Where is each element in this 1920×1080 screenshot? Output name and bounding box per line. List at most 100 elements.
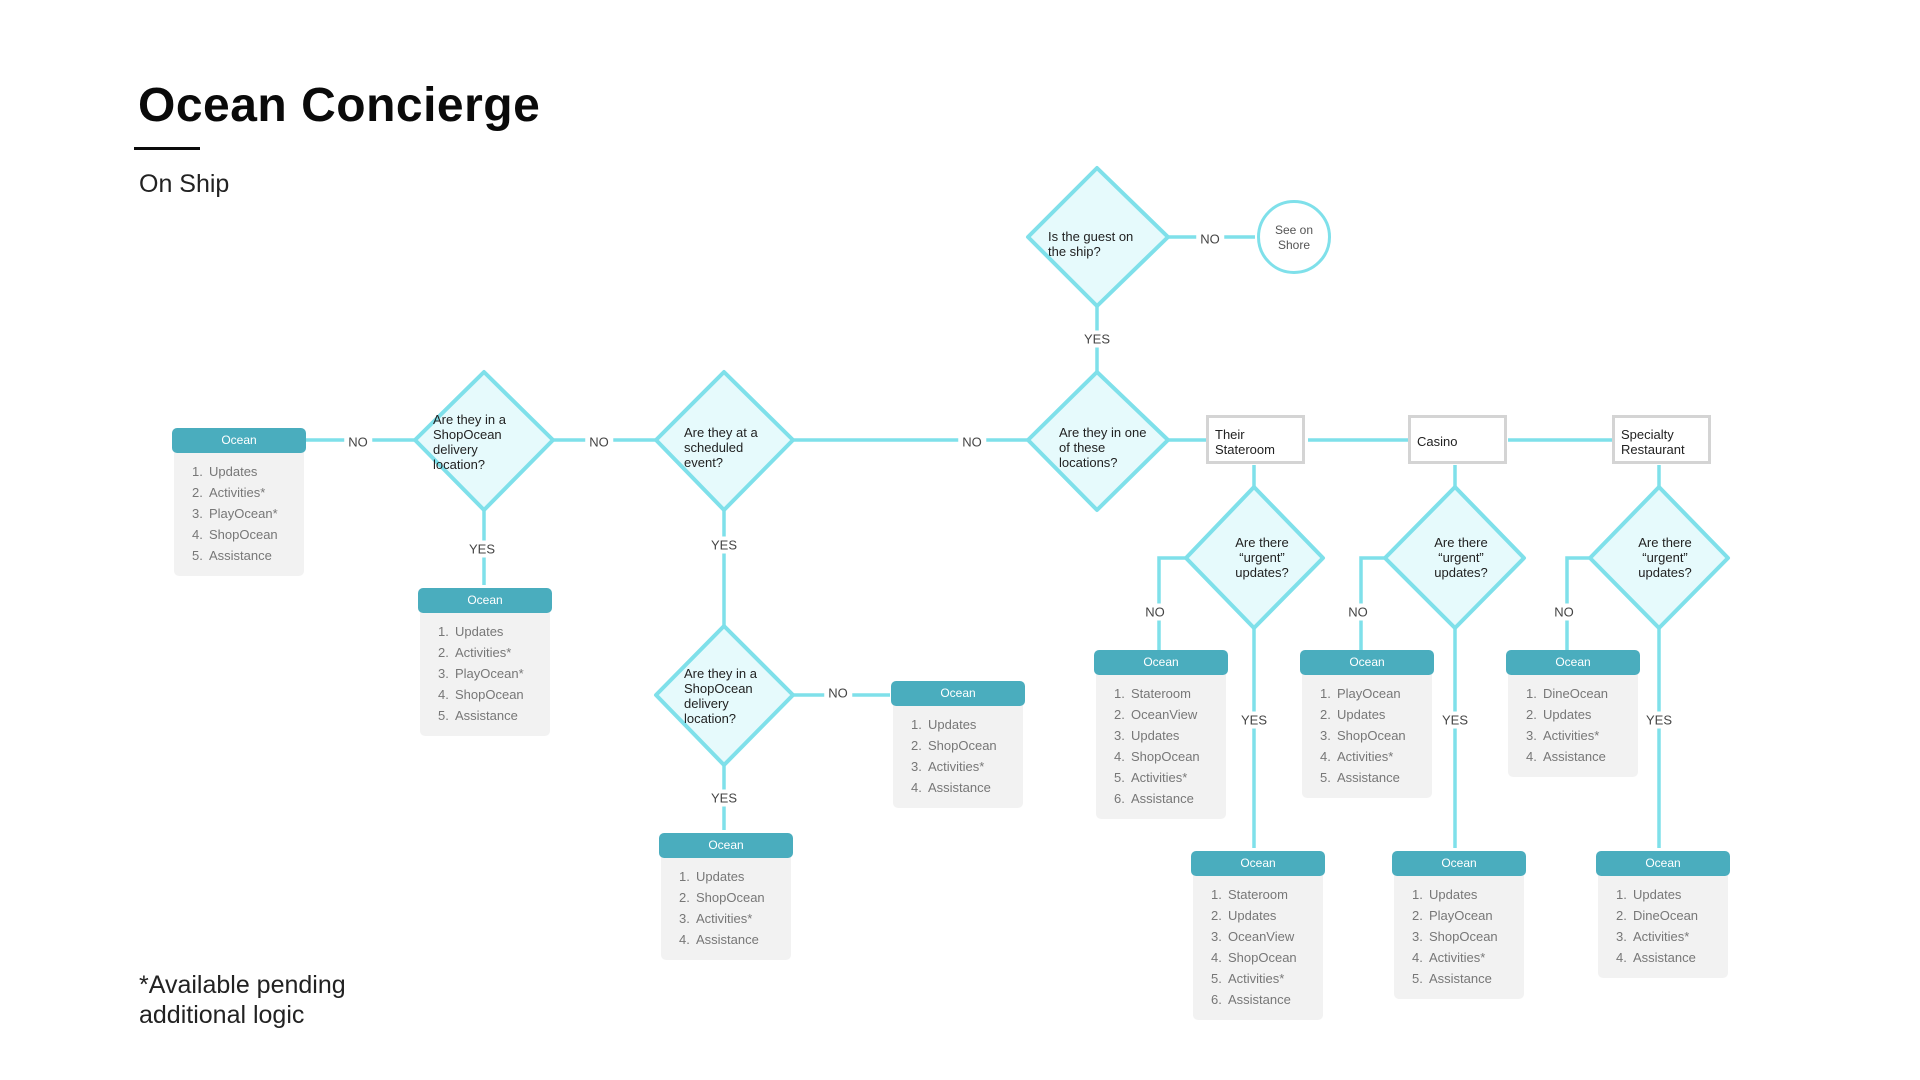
card-menu-item-label: Updates: [209, 464, 258, 479]
card-menu-item-label: PlayOcean: [1429, 908, 1493, 923]
card-menu-item-label: Assistance: [1429, 971, 1492, 986]
card-menu-item-label: Assistance: [928, 780, 991, 795]
card-menu-item: 3. Activities*: [679, 908, 791, 929]
card-menu-item: 5. Assistance: [1412, 968, 1524, 989]
card-menu-item-number: 3.: [1412, 929, 1423, 944]
card-menu-item-label: Updates: [1131, 728, 1180, 743]
decision-delivery-event-text: Are they in a ShopOcean delivery locatio…: [684, 666, 757, 726]
card-menu-item-number: 3.: [1320, 728, 1331, 743]
card-menu-item-label: Updates: [455, 624, 504, 639]
label-no-delivery-left: NO: [344, 433, 372, 451]
diamond-scheduled: [654, 370, 795, 512]
card-menu-item-number: 4.: [438, 687, 449, 702]
page-title: Ocean Concierge: [138, 79, 541, 132]
diamond-delivery-event: [654, 624, 795, 767]
card-menu-item-number: 4.: [1412, 950, 1423, 965]
card-menu-item: 2.DineOcean: [1616, 905, 1728, 926]
card-menu-item: 1.Updates: [1616, 884, 1728, 905]
card-menu-item-number: 4.: [679, 932, 690, 947]
card-menu-item: 3.Activities*: [1526, 725, 1638, 746]
card-menu-item-label: PlayOcean*: [209, 506, 278, 521]
card-menu-item: 4.Assistance: [679, 929, 791, 950]
card-menu-item-label: Stateroom: [1131, 686, 1191, 701]
card-menu-item: 1.Updates: [679, 866, 791, 887]
location-specialty: Specialty Restaurant: [1612, 415, 1711, 464]
card-menu-item-number: 3.: [1211, 929, 1222, 944]
card-menu-item-number: 4.: [911, 780, 922, 795]
label-yes-onship: YES: [1079, 330, 1115, 348]
card-menu-item-number: 2.: [911, 738, 922, 753]
card-menu-item: 2.Activities*: [438, 642, 550, 663]
card-menu-item-number: 2.: [1211, 908, 1222, 923]
card-menu-item-label: Assistance: [1228, 992, 1291, 1007]
label-yes-scheduled: YES: [706, 536, 742, 554]
card-menu-item: 3.ShopOcean: [1412, 926, 1524, 947]
card-menu-item-label: PlayOcean*: [455, 666, 524, 681]
card-header: Ocean: [1191, 851, 1325, 876]
card-menu-item-label: Updates: [1337, 707, 1386, 722]
card-menu-item-label: Activities*: [1633, 929, 1690, 944]
card-menu-item: 3. Activities*: [1616, 926, 1728, 947]
card-header: Ocean: [1094, 650, 1228, 675]
card-menu-item-label: Updates: [928, 717, 977, 732]
card-header: Ocean: [1596, 851, 1730, 876]
card-menu-item: 4.Activities*: [1412, 947, 1524, 968]
card-menu-item: 6. Assistance: [1114, 788, 1226, 809]
label-no-specialty: NO: [1550, 603, 1578, 621]
card-menu-item-label: ShopOcean: [928, 738, 997, 753]
card-menu-item-label: Assistance: [209, 548, 272, 563]
card-menu-item-number: 5.: [438, 708, 449, 723]
card-menu-item-label: Activities*: [1131, 770, 1188, 785]
card-menu-item: 4.ShopOcean: [1211, 947, 1323, 968]
card-menu-item: 4. Assistance: [911, 777, 1023, 798]
card-menu-item-number: 5.: [1211, 971, 1222, 986]
decision-urgent-stateroom-text: Are there “urgent” updates?: [1235, 535, 1289, 580]
card-menu-item: 1.Updates: [1412, 884, 1524, 905]
card-menu-item-number: 1.: [911, 717, 922, 732]
card-menu-item: 3.Updates: [1114, 725, 1226, 746]
diamond-urgent-specialty: [1588, 485, 1730, 630]
card-menu-item: 1. Updates: [438, 621, 550, 642]
title-underline: [134, 147, 200, 150]
card-menu-item: 5.Activities*: [1211, 968, 1323, 989]
card-menu-item-number: 6.: [1114, 791, 1125, 806]
card-menu-item-number: 5.: [1412, 971, 1423, 986]
card-header: Ocean: [891, 681, 1025, 706]
card-menu-item-number: 4.: [1211, 950, 1222, 965]
card-menu-item-label: ShopOcean: [1337, 728, 1406, 743]
card-menu-item-number: 3.: [679, 911, 690, 926]
card-menu-item-label: Activities*: [696, 911, 753, 926]
card-menu-item-number: 6.: [1211, 992, 1222, 1007]
card-menu-item-label: Updates: [1228, 908, 1277, 923]
card-menu-item-label: Activities*: [928, 759, 985, 774]
card-menu-item-number: 1.: [438, 624, 449, 639]
card-menu-item-label: DineOcean: [1543, 686, 1609, 701]
card-menu-item-label: Activities*: [209, 485, 266, 500]
card-menu-item: 4.Assistance: [1526, 746, 1638, 767]
card-header: Ocean: [659, 833, 793, 858]
card-menu-item-label: Assistance: [1337, 770, 1400, 785]
card-menu-item-number: 5.: [1320, 770, 1331, 785]
card-menu-item: 2.PlayOcean: [1412, 905, 1524, 926]
card-menu-item-label: Assistance: [455, 708, 518, 723]
card-menu-item-label: Assistance: [1131, 791, 1194, 806]
card-menu-item-label: ShopOcean: [209, 527, 278, 542]
card-menu-item-number: 4.: [192, 527, 203, 542]
card-header: Ocean: [172, 428, 306, 453]
card-header: Ocean: [1392, 851, 1526, 876]
card-menu-item-number: 3.: [192, 506, 203, 521]
card-menu-item-number: 3.: [1616, 929, 1627, 944]
card-menu-item-number: 2.: [1526, 707, 1537, 722]
card-menu-item-label: Activities*: [455, 645, 512, 660]
card-header: Ocean: [1300, 650, 1434, 675]
